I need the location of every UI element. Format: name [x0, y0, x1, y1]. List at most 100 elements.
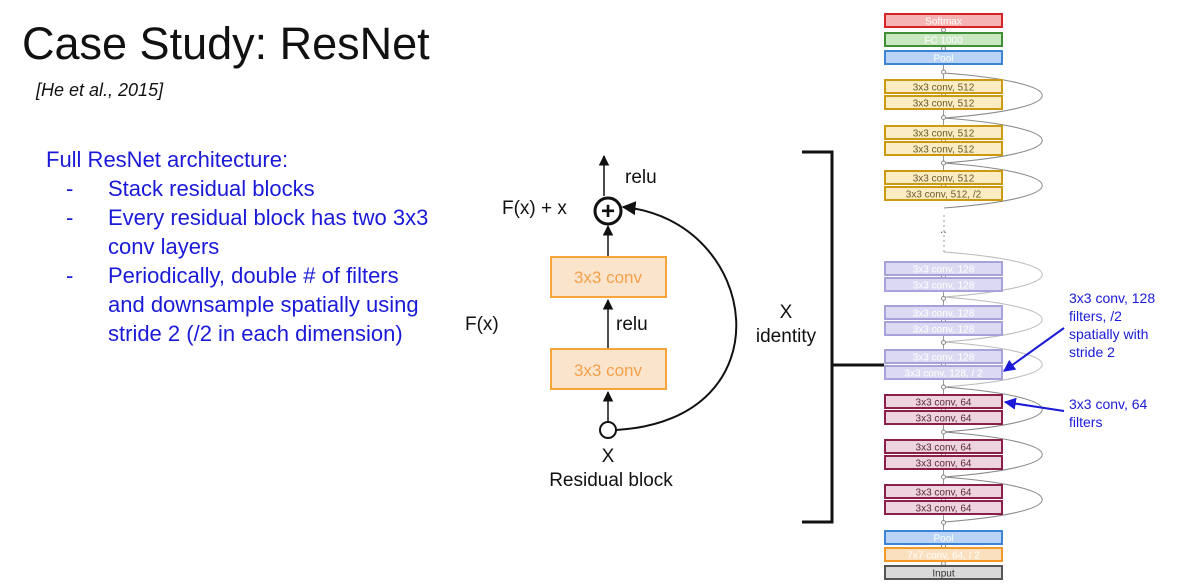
- layer-label: Pool: [933, 534, 953, 545]
- layer-label: 3x3 conv, 512: [913, 129, 975, 140]
- layer-label: Pool: [933, 54, 953, 65]
- layer-label: 3x3 conv, 512: [913, 83, 975, 94]
- layer-box: [884, 547, 1003, 562]
- layer-box: [884, 530, 1003, 545]
- layer-box: [884, 32, 1003, 47]
- layer-box: [884, 186, 1003, 201]
- annotation-128-line: stride 2: [1069, 344, 1115, 360]
- connector-dot: [941, 69, 946, 75]
- connector-dot: [941, 474, 946, 480]
- layer-label: 3x3 conv, 64: [916, 414, 972, 425]
- layer-label: FC 1000: [924, 36, 963, 47]
- layer-label: 3x3 conv, 512, /2: [906, 190, 982, 201]
- connector-dot: [941, 429, 946, 435]
- block-caption: Residual block: [549, 470, 673, 491]
- bullet-text: Stack residual blocks: [108, 176, 315, 201]
- layer-box: [884, 439, 1003, 454]
- annotation-128: 3x3 conv, 128 filters, /2 spatially with…: [1003, 290, 1155, 372]
- annotation-128-line: spatially with: [1069, 326, 1148, 342]
- connector-dot: [941, 384, 946, 390]
- dash-icon: -: [66, 263, 74, 288]
- conv-box-top: [550, 256, 667, 298]
- bullet-heading: Full ResNet architecture:: [46, 147, 289, 172]
- layer-label: 3x3 conv, 128: [913, 325, 975, 336]
- slide-title: Case Study: ResNet: [22, 18, 430, 69]
- skip-arc: [943, 162, 1043, 209]
- layer-label: 3x3 conv, 128: [913, 353, 975, 364]
- annotation-128-arrow: [1003, 327, 1065, 372]
- plus-node: [593, 196, 623, 226]
- identity-label: identity: [756, 326, 817, 347]
- annotation-128-line: 3x3 conv, 128: [1069, 290, 1155, 306]
- bullet-item: - Every residual block has two 3x3 conv l…: [46, 203, 438, 261]
- layer-label: 3x3 conv, 512: [913, 99, 975, 110]
- layer-label: Softmax: [925, 17, 962, 28]
- layer-box: [884, 565, 1003, 580]
- layer-box: [884, 484, 1003, 499]
- connector-dot: [941, 520, 946, 525]
- skip-arc: [943, 72, 1043, 119]
- sum-label: F(x) + x: [502, 198, 567, 219]
- layer-box: [884, 305, 1003, 320]
- annotation-128-line: filters, /2: [1069, 308, 1122, 324]
- ellipsis-label: ..: [940, 222, 947, 236]
- layer-label: 3x3 conv, 64: [916, 398, 972, 409]
- connector-dot: [941, 27, 946, 33]
- layer-label: 3x3 conv, 128: [913, 265, 975, 276]
- dash-icon: -: [66, 176, 74, 201]
- layer-box: [884, 170, 1003, 185]
- x-label: X: [602, 446, 615, 467]
- layer-label: 3x3 conv, 128: [913, 281, 975, 292]
- layer-box: [884, 455, 1003, 470]
- layer-box: [884, 349, 1003, 364]
- fx-label: F(x): [465, 314, 499, 335]
- layer-box: [884, 394, 1003, 409]
- layer-label: 3x3 conv, 128: [913, 309, 975, 320]
- connector-dot: [941, 115, 946, 120]
- layer-label: 3x3 conv, 128, / 2: [904, 369, 983, 380]
- bracket: [802, 150, 884, 524]
- skip-arc: [943, 117, 1043, 164]
- layer-box: [884, 500, 1003, 515]
- layer-box: [884, 261, 1003, 276]
- bullet-text: Every residual block has two 3x3 conv la…: [108, 205, 429, 259]
- layer-label: 3x3 conv, 64: [916, 504, 972, 515]
- layer-label: 3x3 conv, 512: [913, 145, 975, 156]
- annotation-64-arrow: [1003, 397, 1065, 412]
- layer-label: Input: [932, 569, 954, 580]
- layer-label: 3x3 conv, 64: [916, 459, 972, 470]
- relu-label-mid: relu: [616, 314, 648, 335]
- residual-block: relu F(x) + x + 3x3 conv relu F(x) 3x3 c…: [465, 154, 817, 491]
- layer-box: [884, 50, 1003, 65]
- connector-dot: [941, 340, 946, 345]
- annotation-64: 3x3 conv, 64 filters: [1003, 396, 1148, 430]
- layer-label: 7x7 conv, 64, / 2: [907, 551, 980, 562]
- citation: [He et al., 2015]: [36, 80, 164, 100]
- skip-arc: [943, 386, 1043, 433]
- dash-icon: -: [66, 205, 74, 230]
- layer-box: [884, 321, 1003, 336]
- identity-skip-arrow: [615, 201, 738, 431]
- layer-box: [884, 141, 1003, 156]
- identity-x-label: X: [780, 302, 793, 323]
- input-node: [599, 421, 617, 439]
- layer-box: [884, 125, 1003, 140]
- layer-label: 3x3 conv, 64: [916, 488, 972, 499]
- bullet-text: Periodically, double # of filters and do…: [108, 263, 419, 346]
- layer-box: [884, 365, 1003, 380]
- layer-box: [884, 13, 1003, 28]
- layer-label: 3x3 conv, 512: [913, 174, 975, 185]
- plus-icon: +: [601, 198, 615, 225]
- skip-arc: [943, 251, 1043, 298]
- skip-arc: [943, 476, 1043, 523]
- connector-dot: [941, 46, 946, 51]
- skip-arc: [943, 431, 1043, 478]
- connector-dot: [941, 160, 946, 166]
- bullet-item: - Periodically, double # of filters and d…: [46, 261, 438, 348]
- skip-arc: [943, 296, 1043, 343]
- connector-dot: [941, 296, 946, 301]
- annotation-64-line: filters: [1069, 414, 1102, 430]
- conv-box-bottom: [550, 348, 667, 390]
